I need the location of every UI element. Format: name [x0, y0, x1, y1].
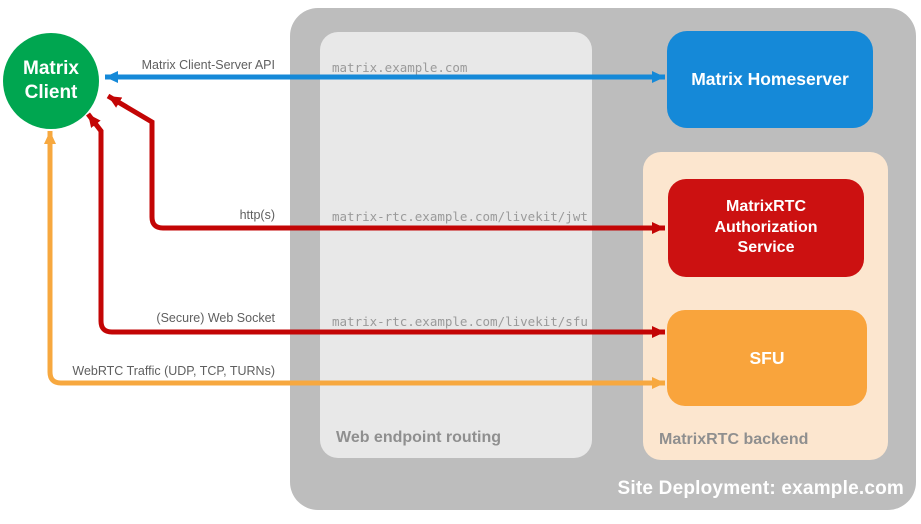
route-livekit-jwt: matrix-rtc.example.com/livekit/jwt	[332, 209, 588, 224]
arrow-label-https: http(s)	[239, 208, 275, 222]
matrixrtc-auth-service-label: MatrixRTC Authorization Service	[714, 198, 818, 257]
matrix-client-label: Matrix Client	[23, 58, 79, 103]
arrow-label-webrtc-traffic: WebRTC Traffic (UDP, TCP, TURNs)	[72, 364, 275, 378]
web-endpoint-routing-caption: Web endpoint routing	[336, 429, 502, 446]
route-livekit-sfu: matrix-rtc.example.com/livekit/sfu	[332, 314, 588, 329]
matrix-homeserver-label: Matrix Homeserver	[691, 69, 849, 89]
arrow-label-client-server-api: Matrix Client-Server API	[141, 58, 275, 72]
sfu-label: SFU	[749, 347, 785, 368]
sfu-node: SFU	[667, 310, 867, 406]
route-matrix-domain: matrix.example.com	[332, 60, 468, 75]
site-deployment-caption: Site Deployment: example.com	[617, 478, 904, 499]
matrix-client-node: Matrix Client	[3, 33, 99, 129]
matrixrtc-auth-service-node: MatrixRTC Authorization Service	[668, 179, 864, 277]
arrow-label-websocket: (Secure) Web Socket	[156, 311, 275, 325]
web-endpoint-routing-panel: Web endpoint routing	[320, 32, 592, 458]
matrix-homeserver-node: Matrix Homeserver	[667, 31, 873, 128]
matrixrtc-backend-caption: MatrixRTC backend	[659, 431, 809, 448]
